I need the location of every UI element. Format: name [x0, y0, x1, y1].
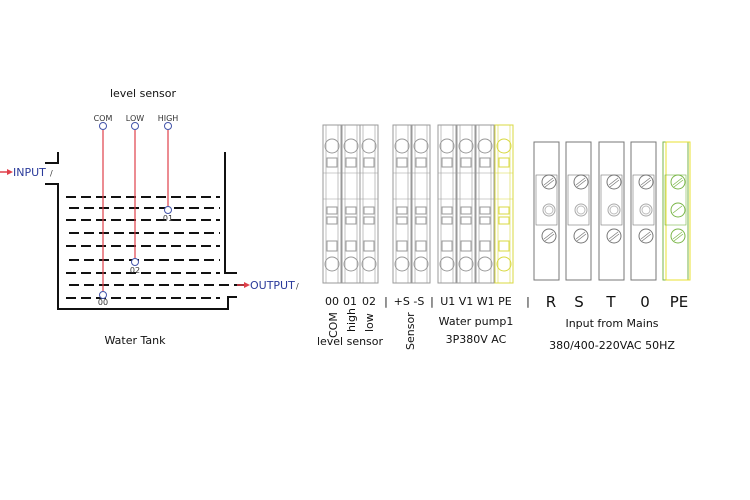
mains-terminal [565, 141, 592, 281]
input-label: INPUT [13, 166, 46, 179]
function-high: high [345, 308, 358, 332]
mains-label-r: R [546, 293, 556, 311]
separator: | [384, 295, 388, 308]
terminal-label-00: 00 [325, 295, 339, 308]
terminal-label-01: 01 [343, 295, 357, 308]
screw-icon [573, 228, 589, 244]
terminal [475, 124, 495, 284]
terminal [437, 124, 457, 284]
mains-terminal [630, 141, 657, 281]
screw-icon [638, 228, 654, 244]
mains-terminal [533, 141, 560, 281]
probe-low-label: LOW [126, 114, 144, 123]
input-slash: / [50, 169, 53, 178]
mains-label-t: T [605, 293, 616, 311]
probe-high-tip: 01 [163, 214, 173, 223]
water-tank-caption: Water Tank [105, 334, 167, 347]
output-slash: / [296, 282, 299, 291]
control-terminal-block [322, 124, 514, 284]
mains-label-s: S [574, 293, 584, 311]
level-sensor-title: level sensor [110, 87, 177, 100]
probe-high: HIGH 01 [158, 114, 179, 223]
probe-com-label: COM [94, 114, 113, 123]
screw-icon [670, 174, 686, 190]
mains-spec: 380/400-220VAC 50HZ [549, 339, 675, 352]
mains-terminal-block [533, 141, 691, 281]
screw-icon [541, 228, 557, 244]
screw-icon [638, 174, 654, 190]
function-low: low [363, 313, 376, 332]
screw-icon [670, 202, 686, 218]
terminal [456, 124, 476, 284]
sensor-terminal-labels: +S -S [394, 295, 425, 308]
probe-com-tip: 00 [98, 298, 108, 307]
probe-low: LOW 02 [126, 114, 144, 275]
pe-terminal [494, 124, 514, 284]
mains-label-pe: PE [670, 293, 689, 311]
pump-spec: 3P380V AC [446, 333, 507, 346]
separator: | [526, 295, 530, 308]
probe-low-tip: 02 [130, 266, 140, 275]
probe-com: COM 00 [94, 114, 113, 307]
sensor-caption: Sensor [404, 312, 417, 350]
terminal-label-02: 02 [362, 295, 376, 308]
terminal [392, 124, 412, 284]
screw-icon [573, 174, 589, 190]
level-sensor-caption: level sensor [317, 335, 384, 348]
probe-high-label: HIGH [158, 114, 179, 123]
terminal [341, 124, 361, 284]
terminal [359, 124, 379, 284]
function-com: COM [327, 312, 340, 338]
pump-terminal-labels: U1 V1 W1 PE [440, 295, 512, 308]
output-arrow-icon [237, 282, 250, 288]
screw-icon [606, 228, 622, 244]
screw-icon [541, 174, 557, 190]
output-label: OUTPUT [250, 279, 295, 292]
screw-icon [606, 174, 622, 190]
mains-caption: Input from Mains [565, 317, 658, 330]
pump-caption: Water pump1 [439, 315, 514, 328]
water-tank [45, 152, 237, 310]
separator: | [430, 295, 434, 308]
input-arrow-icon [0, 169, 13, 175]
terminal [322, 124, 342, 284]
water-level-lines [66, 196, 245, 299]
screw-icon [670, 228, 686, 244]
mains-label-0: 0 [640, 293, 650, 311]
mains-terminal [598, 141, 625, 281]
pe-mains-terminal [662, 141, 691, 281]
terminal [411, 124, 431, 284]
